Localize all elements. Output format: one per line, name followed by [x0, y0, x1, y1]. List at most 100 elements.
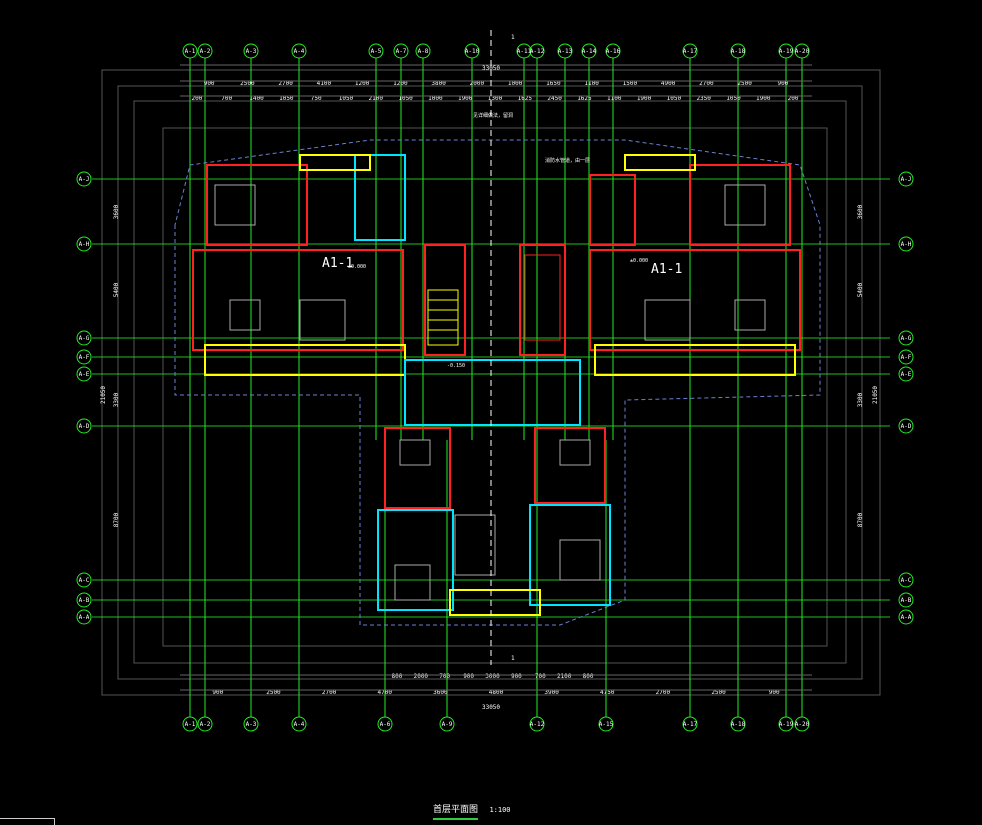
- axis-top-A-13-bubble: [557, 43, 573, 59]
- axis-top-A-10-label: A-10: [465, 48, 480, 55]
- section-mark-bottom: 1: [511, 655, 515, 662]
- dim-left-row1: 3600: [113, 204, 120, 219]
- walls: [192, 154, 801, 616]
- dim-top-row2: 2350: [696, 95, 711, 102]
- axis-bottom-A-18-label: A-18: [731, 721, 746, 728]
- axis-right-A-D-label: A-D: [901, 423, 912, 430]
- dim-bottom-row2: 800: [392, 673, 403, 680]
- axis-left-A-H-bubble: [76, 236, 92, 252]
- dim-bottom-row1: 2700: [322, 689, 337, 696]
- axis-left-A-J-label: A-J: [79, 176, 90, 183]
- axis-left-A-H-label: A-H: [79, 241, 90, 248]
- axis-left-A-E-label: A-E: [79, 371, 90, 378]
- axis-right-A-F-label: A-F: [901, 354, 912, 361]
- dim-bottom-row1: 3900: [544, 689, 559, 696]
- axis-left-A-C-bubble: [76, 572, 92, 588]
- axis-left-A-B-bubble: [76, 592, 92, 608]
- dim-top-row2: 1300: [488, 95, 503, 102]
- dim-top-row1: 1100: [584, 80, 599, 87]
- dim-bottom-row1: 3600: [433, 689, 448, 696]
- dim-bottom-row1: 900: [212, 689, 223, 696]
- axis-right-A-J-bubble: [898, 171, 914, 187]
- dim-right-row1: 5400: [857, 282, 864, 297]
- axis-bottom-A-12-label: A-12: [530, 721, 545, 728]
- dim-top-row2: 2100: [369, 95, 384, 102]
- dim-top-row1: 1500: [623, 80, 638, 87]
- dim-top-row1: 3800: [431, 80, 446, 87]
- axis-bottom-A-20-label: A-20: [795, 721, 810, 728]
- axis-top-A-12-label: A-12: [530, 48, 545, 55]
- axis-right-A-C-label: A-C: [901, 577, 912, 584]
- axis-right-A-G-label: A-G: [901, 335, 912, 342]
- dim-top-total: 33050: [482, 65, 500, 72]
- axis-right-A-C-bubble: [898, 572, 914, 588]
- axis-top-A-20-bubble: [794, 43, 810, 59]
- axis-bottom-A-20-bubble: [794, 716, 810, 732]
- axis-right-A-A-label: A-A: [901, 614, 912, 621]
- dim-top-row1: 2700: [699, 80, 714, 87]
- dim-right-row1: 8700: [857, 512, 864, 527]
- axis-left-A-D-label: A-D: [79, 423, 90, 430]
- axis-bottom-A-18-bubble: [730, 716, 746, 732]
- axis-bottom-A-4-bubble: [291, 716, 307, 732]
- axis-bottom-A-19-bubble: [778, 716, 794, 732]
- axis-right-A-B-label: A-B: [901, 597, 912, 604]
- axis-top-A-7-label: A-7: [396, 48, 407, 55]
- axis-top-A-19-bubble: [778, 43, 794, 59]
- dim-bottom-row2: 2100: [557, 673, 572, 680]
- axis-bottom-A-12-bubble: [529, 716, 545, 732]
- dim-bottom-total: 33050: [482, 704, 500, 711]
- axis-bottom-A-2-bubble: [197, 716, 213, 732]
- axis-top-A-5-bubble: [368, 43, 384, 59]
- axis-top-A-20-label: A-20: [795, 48, 810, 55]
- axis-top-A-8-label: A-8: [418, 48, 429, 55]
- axis-bottom-A-15-bubble: [598, 716, 614, 732]
- dim-top-row1: 4900: [661, 80, 676, 87]
- axis-right-A-F-bubble: [898, 349, 914, 365]
- axis-left-A-B-label: A-B: [79, 597, 90, 604]
- axis-top-A-18-bubble: [730, 43, 746, 59]
- axis-bottom-A-9-label: A-9: [442, 721, 453, 728]
- drawing-title: 首层平面图 1:100: [433, 802, 511, 820]
- dim-bottom-row1: 2700: [656, 689, 671, 696]
- dim-top-row2: 1050: [667, 95, 682, 102]
- axis-bottom-A-3-label: A-3: [246, 721, 257, 728]
- axis-top-A-14-label: A-14: [582, 48, 597, 55]
- dim-right-row1: 3300: [857, 392, 864, 407]
- dim-top-row2: 2450: [547, 95, 562, 102]
- axis-top-A-7-bubble: [393, 43, 409, 59]
- dim-top-row1: 1200: [355, 80, 370, 87]
- dim-top-row2: 1400: [249, 95, 264, 102]
- axis-top-A-18-label: A-18: [731, 48, 746, 55]
- axis-top-A-3-label: A-3: [246, 48, 257, 55]
- stair-level: -0.150: [447, 363, 466, 369]
- axis-bottom-A-17-label: A-17: [683, 721, 698, 728]
- axis-top-A-16-label: A-16: [606, 48, 621, 55]
- axis-right-A-D-bubble: [898, 418, 914, 434]
- axis-left-A-G-bubble: [76, 330, 92, 346]
- axis-right-A-E-label: A-E: [901, 371, 912, 378]
- scale-text: 1:100: [489, 806, 511, 814]
- axis-bottom-A-9-bubble: [439, 716, 455, 732]
- axis-bottom-A-15-label: A-15: [599, 721, 614, 728]
- axis-right-A-A-bubble: [898, 609, 914, 625]
- dim-top-row2: 1050: [398, 95, 413, 102]
- dim-top-row2: 1900: [458, 95, 473, 102]
- axis-top-A-17-bubble: [682, 43, 698, 59]
- outline-dashed: [174, 139, 821, 626]
- axis-right-A-H-bubble: [898, 236, 914, 252]
- axis-bottom-A-4-label: A-4: [294, 721, 305, 728]
- dim-bottom-row2: 3000: [485, 673, 500, 680]
- axis-top-A-4-bubble: [291, 43, 307, 59]
- axis-left-A-A-bubble: [76, 609, 92, 625]
- dim-top-row1: 2500: [737, 80, 752, 87]
- axis-top-A-14-bubble: [581, 43, 597, 59]
- axis-bottom-A-2-label: A-2: [200, 721, 211, 728]
- dim-top-row1: 900: [204, 80, 215, 87]
- axis-right-A-G-bubble: [898, 330, 914, 346]
- dim-top-row2: 700: [221, 95, 232, 102]
- axis-left-A-G-label: A-G: [79, 335, 90, 342]
- axis-bottom-A-19-label: A-19: [779, 721, 794, 728]
- axis-top-A-16-bubble: [605, 43, 621, 59]
